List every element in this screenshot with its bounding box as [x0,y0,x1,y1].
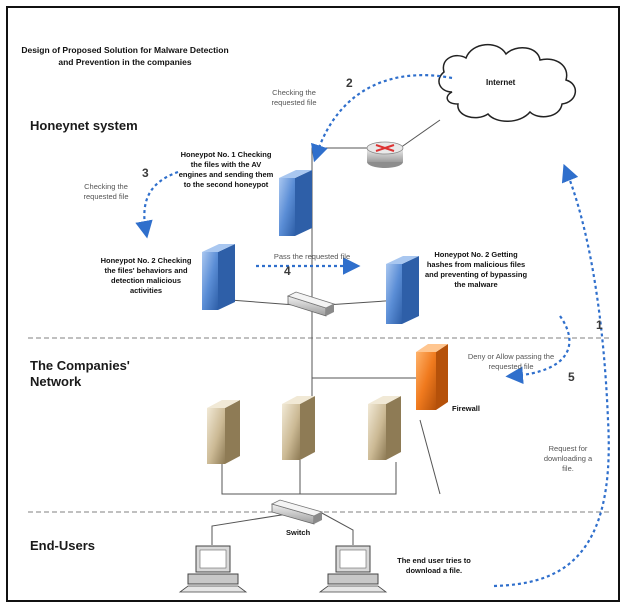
desktop-computer-icon [318,545,388,593]
company-server-2 [282,396,315,460]
end-user-note: The end user tries to download a file. [397,556,471,575]
network-links [211,119,441,545]
honeypot-2-right-server [386,256,419,324]
step-number-5: 5 [568,370,575,384]
diagram-title: Design of Proposed Solution for Malware … [21,45,229,67]
note-step-2: Checking the requested file [271,88,317,107]
section-heading-honeynet: Honeynet system [30,118,138,133]
arrow-step-3 [135,170,179,239]
desktop-computer-icon [178,545,248,593]
end-user-switch [270,499,324,525]
step-number-3: 3 [142,166,149,180]
note-step-1: Request for downloading a file. [543,444,593,473]
step-number-2: 2 [346,76,353,90]
note-step-5: Deny or Allow passing the requested file [467,352,555,371]
step-number-1: 1 [596,318,603,332]
diagram-frame [6,6,620,602]
arrow-step-2 [311,74,453,163]
honeypot-1-label: Honeypot No. 1 Checking the files with t… [178,150,274,189]
honeypot-2-left-label: Honeypot No. 2 Checking the files' behav… [100,256,192,295]
cloud-icon [438,44,576,122]
internet-label: Internet [486,78,516,87]
switch-label: Switch [286,528,311,537]
company-server-1 [207,400,240,464]
honeypot-1-server [279,170,312,236]
honeypot-2-left-server [202,244,235,310]
flow-arrows [135,74,610,588]
section-heading-network: The Companies' Network [30,358,130,389]
note-step-3: Checking the requested file [83,182,129,201]
step-number-4: 4 [284,264,291,278]
note-step-4: Pass the requested file [273,252,351,261]
router-icon [366,141,404,168]
firewall-label: Firewall [452,404,480,413]
section-heading-end-users: End-Users [30,538,96,553]
firewall-device [416,344,448,410]
arrow-step-1 [493,163,610,588]
honeypot-2-right-label: Honeypot No. 2 Getting hashes from malic… [424,250,528,289]
company-server-3 [368,396,401,460]
honeynet-switch [286,291,336,317]
